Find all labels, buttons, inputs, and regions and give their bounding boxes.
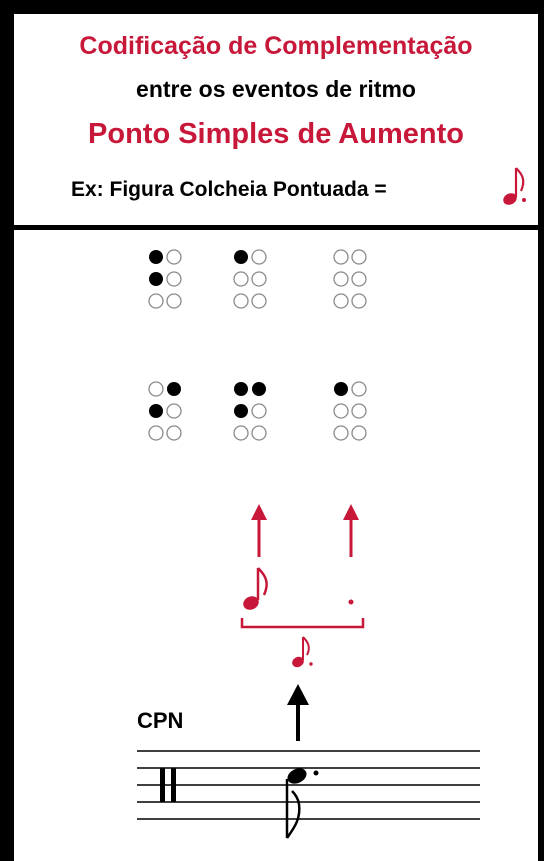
braille-dot-empty <box>166 425 182 441</box>
cpn-label: CPN <box>137 708 184 733</box>
example-label: Ex: Figura Colcheia Pontuada = <box>71 178 387 201</box>
braille-cell <box>233 382 267 441</box>
braille-dot-empty <box>351 381 367 397</box>
braille-cells <box>148 249 367 441</box>
braille-dot-raised <box>334 382 348 396</box>
grouping-bracket <box>240 618 365 629</box>
braille-cell <box>233 249 267 309</box>
staff-dotted-eighth-note-icon <box>285 768 319 839</box>
braille-dot-empty <box>333 425 349 441</box>
braille-dot-empty <box>351 425 367 441</box>
braille-dot-empty <box>148 425 164 441</box>
braille-dot-empty <box>233 425 249 441</box>
braille-cell <box>333 249 367 309</box>
braille-dot-empty <box>148 293 164 309</box>
title-line-2: entre os eventos de ritmo <box>136 76 416 102</box>
braille-dot-empty <box>148 381 164 397</box>
braille-dot-empty <box>351 271 367 287</box>
braille-dot-raised <box>234 404 248 418</box>
braille-dot-empty <box>333 293 349 309</box>
braille-dot-empty <box>333 271 349 287</box>
braille-dot-empty <box>351 403 367 419</box>
barline-icon <box>160 768 176 802</box>
braille-dot-empty <box>351 249 367 265</box>
braille-cell <box>333 381 367 441</box>
up-arrow-icon-black <box>287 684 309 741</box>
braille-dot-empty <box>333 249 349 265</box>
braille-dot-raised <box>149 272 163 286</box>
dotted-eighth-note-icon <box>503 167 526 205</box>
braille-dot-empty <box>166 403 182 419</box>
braille-cell <box>148 249 182 309</box>
up-arrow-icon-right <box>343 504 359 557</box>
eighth-note-icon <box>243 567 268 610</box>
header-divider <box>14 225 538 230</box>
braille-dot-empty <box>166 271 182 287</box>
braille-dot-empty <box>251 403 267 419</box>
braille-cell <box>148 381 182 441</box>
title-line-3: Ponto Simples de Aumento <box>88 118 464 150</box>
braille-dot-empty <box>351 293 367 309</box>
braille-dot-empty <box>166 293 182 309</box>
music-staff <box>137 750 480 820</box>
dotted-eighth-note-icon-small <box>292 636 313 668</box>
braille-dot-empty <box>251 271 267 287</box>
braille-dot-raised <box>234 382 248 396</box>
braille-dot-empty <box>251 249 267 265</box>
braille-dot-empty <box>251 293 267 309</box>
braille-dot-raised <box>149 404 163 418</box>
augmentation-dot-icon <box>348 599 354 605</box>
title-line-1: Codificação de Complementação <box>79 32 473 60</box>
braille-dot-raised <box>149 250 163 264</box>
braille-dot-empty <box>233 271 249 287</box>
braille-dot-empty <box>166 249 182 265</box>
braille-dot-empty <box>251 425 267 441</box>
braille-dot-raised <box>234 250 248 264</box>
braille-dot-raised <box>252 382 266 396</box>
braille-dot-empty <box>233 293 249 309</box>
braille-dot-raised <box>167 382 181 396</box>
braille-dot-empty <box>333 403 349 419</box>
up-arrow-icon-left <box>251 504 267 557</box>
